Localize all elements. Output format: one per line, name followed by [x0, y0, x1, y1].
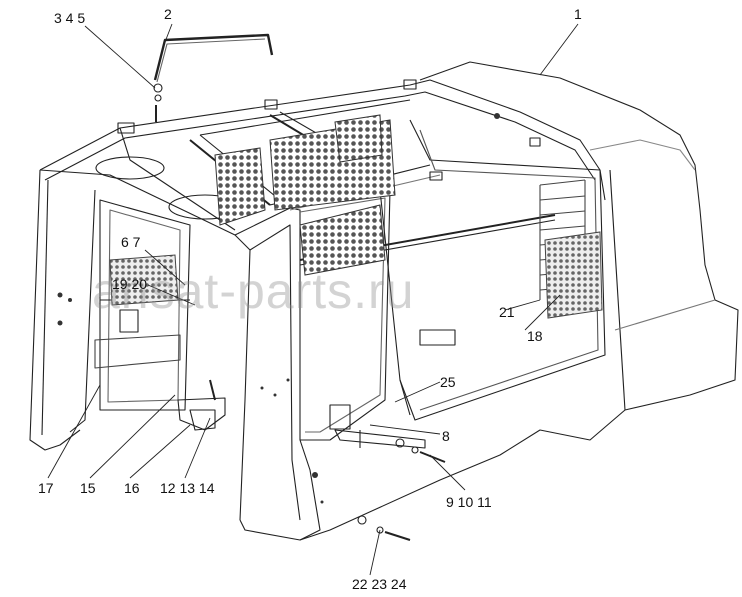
- callout-8: 8: [442, 428, 450, 444]
- callout-1: 1: [574, 6, 582, 22]
- callout-25: 25: [440, 374, 456, 390]
- left-side-panel: [29, 169, 81, 451]
- roof-frame: [39, 79, 606, 201]
- callout-9-10-11: 9 10 11: [446, 494, 492, 510]
- callout-3-4-5: 3 4 5: [54, 10, 86, 26]
- mesh-panel: [299, 204, 386, 276]
- callout-21: 21: [499, 304, 515, 320]
- callout-17: 17: [38, 480, 54, 496]
- callout-12-13-14: 12 13 14: [160, 480, 215, 496]
- rear-housing: [299, 61, 739, 541]
- handrail: [153, 33, 274, 81]
- callout-6-7: 6 7: [121, 234, 141, 250]
- callout-19-20: 19 20: [112, 276, 148, 292]
- mesh-panel: [544, 231, 603, 319]
- callout-18: 18: [527, 328, 543, 344]
- callout-15: 15: [80, 480, 96, 496]
- leader-lines: [47, 23, 579, 576]
- callout-16: 16: [124, 480, 140, 496]
- mesh-panel: [334, 114, 383, 163]
- mesh-panel: [109, 254, 179, 306]
- watermark: ansat-parts.ru: [92, 263, 415, 319]
- callout-22-23-24: 22 23 24: [352, 576, 407, 592]
- mesh-panel: [214, 147, 266, 226]
- rear-door-frame: [399, 119, 606, 421]
- callout-2: 2: [164, 6, 172, 22]
